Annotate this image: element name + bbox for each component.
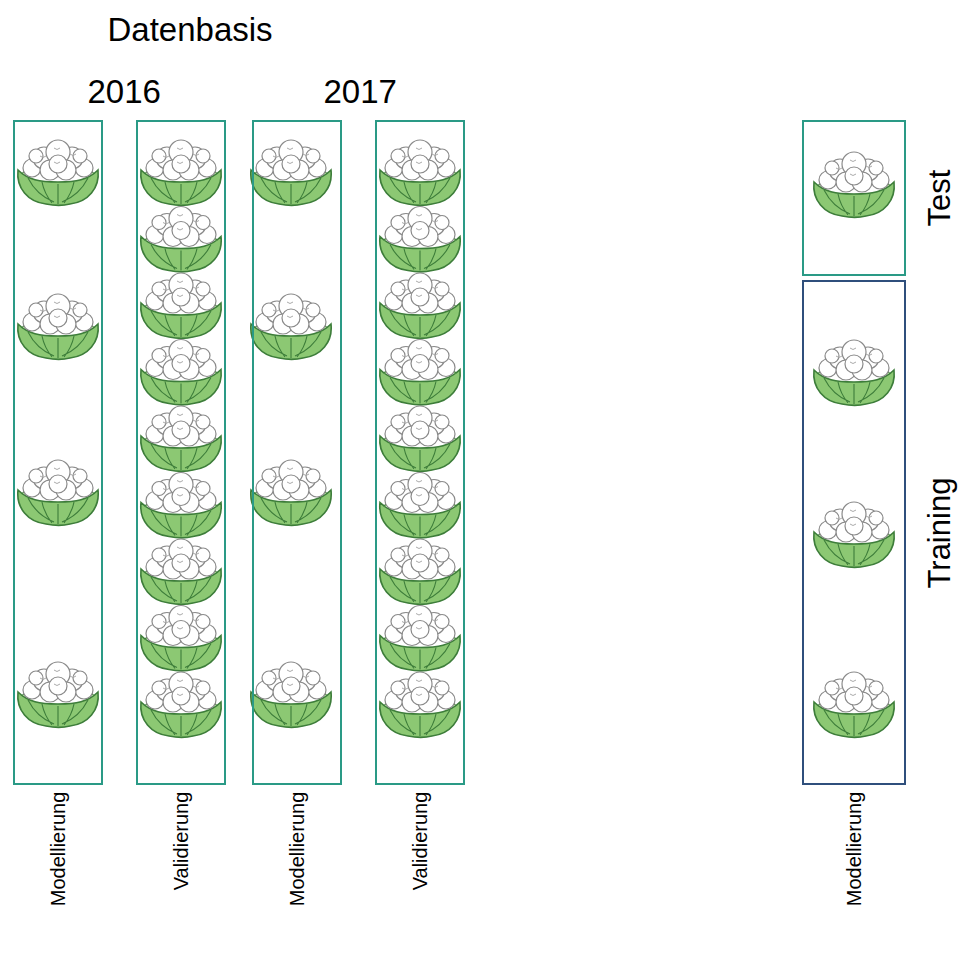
cauliflower — [814, 502, 894, 568]
cauliflower — [251, 662, 331, 728]
data-column-box: Modellierung — [252, 120, 342, 785]
cauliflower — [141, 207, 221, 273]
usage-label: Modellierung — [843, 791, 865, 906]
title: Datenbasis — [108, 12, 273, 48]
cauliflower — [141, 406, 221, 472]
set-label: Test — [923, 170, 957, 227]
year-label: 2017 — [324, 74, 397, 110]
cauliflower — [814, 672, 894, 738]
cauliflower — [380, 672, 460, 738]
usage-label: Modellierung — [47, 791, 69, 906]
usage-label: Validierung — [409, 791, 431, 890]
cauliflower — [380, 140, 460, 206]
cauliflower — [251, 294, 331, 360]
cauliflower — [18, 662, 98, 728]
cauliflower — [141, 340, 221, 406]
cauliflower — [380, 406, 460, 472]
cauliflower — [380, 473, 460, 539]
data-column-box: Validierung — [375, 120, 465, 785]
cauliflower — [380, 273, 460, 339]
cauliflower — [141, 473, 221, 539]
cauliflower — [380, 606, 460, 672]
cauliflower — [141, 140, 221, 206]
year-label: 2016 — [88, 74, 161, 110]
usage-label: Modellierung — [286, 791, 308, 906]
data-column-box: Modellierung — [13, 120, 103, 785]
data-column-box: Test — [802, 120, 906, 276]
cauliflower — [814, 340, 894, 406]
usage-label: Validierung — [170, 791, 192, 890]
cauliflower — [18, 140, 98, 206]
cauliflower — [380, 340, 460, 406]
cauliflower — [141, 273, 221, 339]
cauliflower — [141, 539, 221, 605]
data-column-box: Validierung — [136, 120, 226, 785]
set-label: Training — [923, 477, 957, 588]
cauliflower — [380, 539, 460, 605]
cauliflower — [380, 207, 460, 273]
cauliflower — [251, 140, 331, 206]
cauliflower — [141, 606, 221, 672]
data-column-box: TrainingModellierung — [802, 280, 906, 785]
cauliflower — [251, 460, 331, 526]
cauliflower — [18, 460, 98, 526]
cauliflower — [814, 152, 894, 218]
cauliflower — [18, 294, 98, 360]
cauliflower — [141, 672, 221, 738]
